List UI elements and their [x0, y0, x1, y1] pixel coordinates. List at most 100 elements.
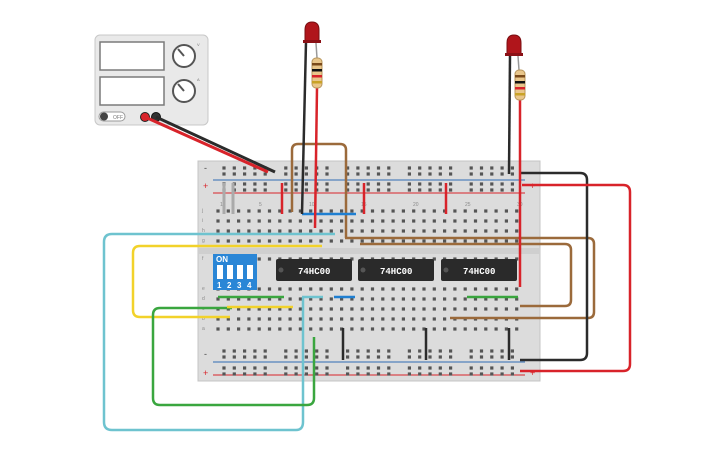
breadboard-hole[interactable]	[304, 166, 308, 170]
breadboard-hole[interactable]	[401, 209, 405, 213]
breadboard-hole[interactable]	[360, 239, 364, 243]
breadboard-hole[interactable]	[278, 317, 282, 321]
breadboard-hole[interactable]	[247, 209, 251, 213]
breadboard-hole[interactable]	[309, 209, 313, 213]
breadboard-hole[interactable]	[387, 349, 391, 353]
breadboard-hole[interactable]	[494, 287, 498, 291]
breadboard-hole[interactable]	[350, 287, 354, 291]
breadboard-hole[interactable]	[504, 239, 508, 243]
breadboard-hole[interactable]	[428, 349, 432, 353]
breadboard-hole[interactable]	[304, 355, 308, 359]
breadboard-hole[interactable]	[370, 229, 375, 233]
breadboard-hole[interactable]	[504, 209, 508, 213]
breadboard-hole[interactable]	[253, 355, 257, 359]
breadboard-hole[interactable]	[515, 219, 519, 223]
breadboard-hole[interactable]	[298, 297, 302, 301]
breadboard-hole[interactable]	[346, 349, 350, 353]
breadboard-hole[interactable]	[309, 287, 313, 291]
breadboard-hole[interactable]	[366, 166, 370, 170]
breadboard-hole[interactable]	[356, 372, 360, 376]
breadboard-hole[interactable]	[304, 172, 308, 176]
breadboard-hole[interactable]	[263, 172, 267, 176]
breadboard-hole[interactable]	[432, 257, 436, 261]
breadboard-hole[interactable]	[473, 219, 478, 223]
breadboard-hole[interactable]	[407, 366, 411, 370]
breadboard-hole[interactable]	[267, 307, 272, 311]
breadboard-hole[interactable]	[356, 366, 360, 370]
breadboard-hole[interactable]	[257, 219, 261, 223]
breadboard-hole[interactable]	[469, 355, 473, 359]
dip-switch[interactable]: ON 1 2 3 4	[213, 254, 257, 290]
breadboard-hole[interactable]	[360, 219, 364, 223]
breadboard-hole[interactable]	[422, 219, 426, 223]
breadboard-hole[interactable]	[463, 287, 467, 291]
breadboard-hole[interactable]	[407, 372, 411, 376]
breadboard-hole[interactable]	[500, 349, 504, 353]
breadboard-hole[interactable]	[370, 307, 375, 311]
wire-psu-ground[interactable]	[155, 115, 276, 174]
breadboard-hole[interactable]	[346, 372, 350, 376]
breadboard-hole[interactable]	[267, 229, 272, 233]
breadboard-hole[interactable]	[418, 182, 422, 186]
breadboard-hole[interactable]	[412, 209, 416, 213]
breadboard-hole[interactable]	[453, 229, 457, 233]
breadboard-hole[interactable]	[278, 297, 282, 301]
breadboard-hole[interactable]	[278, 219, 282, 223]
breadboard-hole[interactable]	[407, 182, 411, 186]
breadboard-hole[interactable]	[288, 239, 292, 243]
breadboard-hole[interactable]	[494, 209, 498, 213]
breadboard-hole[interactable]	[484, 307, 488, 311]
breadboard-hole[interactable]	[232, 172, 236, 176]
breadboard-hole[interactable]	[432, 229, 436, 233]
breadboard-hole[interactable]	[504, 297, 508, 301]
breadboard-hole[interactable]	[407, 349, 411, 353]
breadboard-hole[interactable]	[428, 182, 432, 186]
breadboard-hole[interactable]	[346, 166, 350, 170]
breadboard-hole[interactable]	[298, 219, 302, 223]
breadboard-hole[interactable]	[473, 297, 478, 301]
breadboard-hole[interactable]	[453, 239, 457, 243]
breadboard-hole[interactable]	[443, 229, 447, 233]
breadboard-hole[interactable]	[288, 297, 292, 301]
breadboard-hole[interactable]	[401, 317, 405, 321]
breadboard-hole[interactable]	[418, 372, 422, 376]
breadboard-hole[interactable]	[360, 307, 364, 311]
breadboard-hole[interactable]	[232, 366, 236, 370]
breadboard-hole[interactable]	[449, 182, 453, 186]
breadboard-hole[interactable]	[325, 182, 329, 186]
breadboard-hole[interactable]	[381, 209, 385, 213]
breadboard-hole[interactable]	[319, 287, 323, 291]
breadboard-hole[interactable]	[253, 166, 257, 170]
breadboard-hole[interactable]	[298, 307, 302, 311]
breadboard-hole[interactable]	[494, 297, 498, 301]
breadboard-hole[interactable]	[350, 219, 354, 223]
breadboard-hole[interactable]	[360, 297, 364, 301]
breadboard-hole[interactable]	[443, 209, 447, 213]
breadboard-hole[interactable]	[401, 229, 405, 233]
breadboard-hole[interactable]	[232, 372, 236, 376]
dip-toggle-4[interactable]	[247, 265, 253, 279]
breadboard-hole[interactable]	[319, 317, 323, 321]
breadboard-hole[interactable]	[329, 297, 333, 301]
breadboard-hole[interactable]	[428, 188, 432, 192]
breadboard-hole[interactable]	[391, 287, 395, 291]
breadboard-hole[interactable]	[484, 239, 488, 243]
breadboard-hole[interactable]	[325, 349, 329, 353]
breadboard-hole[interactable]	[329, 239, 333, 243]
breadboard-hole[interactable]	[473, 307, 478, 311]
breadboard-hole[interactable]	[329, 327, 333, 331]
breadboard-hole[interactable]	[226, 229, 230, 233]
dip-toggle-2[interactable]	[227, 265, 233, 279]
breadboard-hole[interactable]	[267, 239, 272, 243]
breadboard-hole[interactable]	[263, 372, 267, 376]
breadboard-hole[interactable]	[346, 172, 350, 176]
breadboard-hole[interactable]	[449, 166, 453, 170]
breadboard-hole[interactable]	[319, 239, 323, 243]
breadboard-hole[interactable]	[298, 317, 302, 321]
breadboard-hole[interactable]	[484, 297, 488, 301]
breadboard-hole[interactable]	[463, 229, 467, 233]
breadboard-hole[interactable]	[401, 307, 405, 311]
breadboard-hole[interactable]	[479, 355, 484, 359]
breadboard-hole[interactable]	[222, 349, 226, 353]
breadboard-hole[interactable]	[309, 317, 313, 321]
